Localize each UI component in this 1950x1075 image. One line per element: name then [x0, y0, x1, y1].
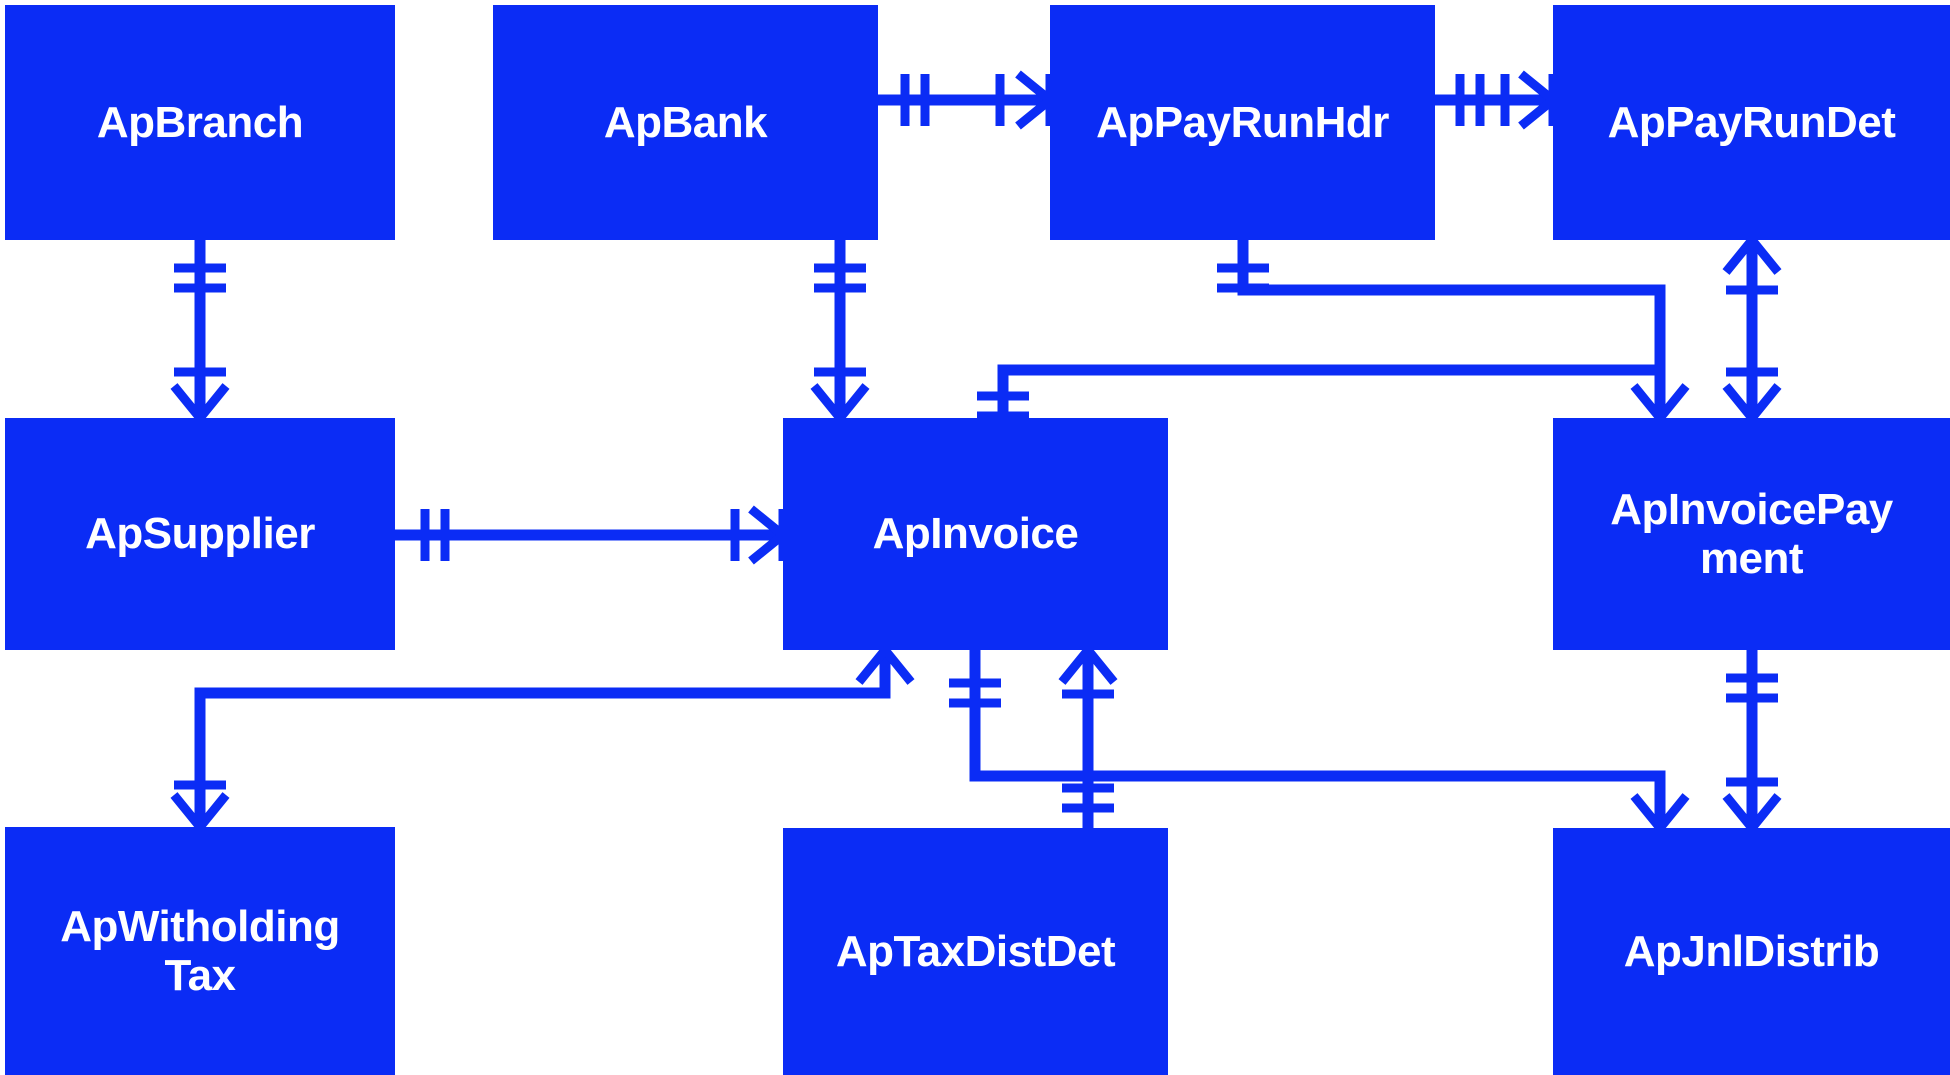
entity-apsupplier[interactable]: ApSupplier [5, 418, 395, 650]
connector-appayrunhdr-appayrundet [1435, 70, 1558, 130]
entity-label-apjnldistrib: ApJnlDistrib [1623, 926, 1880, 976]
entity-label-apwitholdingtax: ApWitholding Tax [60, 901, 340, 1000]
entity-label-appayrundet: ApPayRunDet [1607, 97, 1896, 147]
connector-apinvoice-apinvoicepayment [977, 364, 1690, 421]
entity-apbank[interactable]: ApBank [493, 5, 878, 240]
connector-appayrundet-apinvoicepayment [1722, 237, 1782, 421]
entity-label-apsupplier: ApSupplier [85, 509, 315, 559]
entity-appayrundet[interactable]: ApPayRunDet [1553, 5, 1950, 240]
entity-label-appayrunhdr: ApPayRunHdr [1096, 97, 1389, 147]
connector-apinvoicepayment-apjnldistrib [1722, 650, 1782, 831]
entity-aptaxdistdet[interactable]: ApTaxDistDet [783, 828, 1168, 1075]
connector-apinvoice-aptaxdistdet [1058, 647, 1118, 828]
connector-apinvoice-apjnldistrib [949, 650, 1690, 831]
connector-apsupplier-apinvoice [395, 505, 788, 565]
entity-label-apbranch: ApBranch [96, 97, 304, 147]
connector-apbranch-apsupplier [170, 240, 230, 421]
entity-apinvoice[interactable]: ApInvoice [783, 418, 1168, 650]
entity-label-apbank: ApBank [603, 97, 768, 147]
connector-apbank-apinvoice [810, 240, 870, 421]
entity-label-apinvoicepayment: ApInvoicePay ment [1610, 484, 1893, 583]
entity-apinvoicepayment[interactable]: ApInvoicePay ment [1553, 418, 1950, 650]
connector-apinvoice-apwitholdingtax [170, 647, 915, 830]
entity-label-aptaxdistdet: ApTaxDistDet [835, 926, 1116, 976]
entity-appayrunhdr[interactable]: ApPayRunHdr [1050, 5, 1435, 240]
connector-appayrunhdr-apinvoicepayment [1217, 240, 1666, 380]
entity-apjnldistrib[interactable]: ApJnlDistrib [1553, 828, 1950, 1075]
entity-label-apinvoice: ApInvoice [872, 509, 1079, 559]
entity-apbranch[interactable]: ApBranch [5, 5, 395, 240]
connector-apbank-appayrunhdr [878, 70, 1055, 130]
entity-apwitholdingtax[interactable]: ApWitholding Tax [5, 827, 395, 1075]
